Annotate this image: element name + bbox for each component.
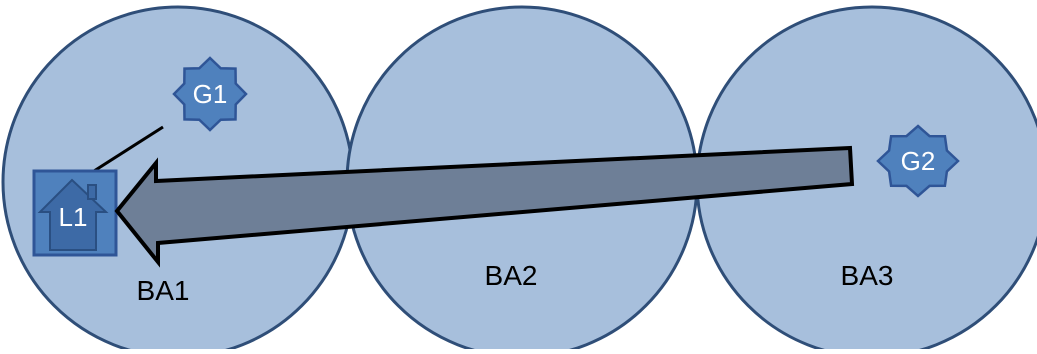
generator-star-icon: [876, 124, 960, 198]
g1-to-l1-connector: [93, 125, 164, 173]
generator-label: G1: [193, 79, 228, 109]
generator-star-icon: [172, 56, 248, 132]
generator-label: G2: [901, 146, 936, 176]
load-label: L1: [59, 202, 88, 232]
house-chimney: [87, 184, 97, 200]
generator-g1: G1: [172, 56, 248, 132]
load-l1: L1: [32, 169, 118, 257]
power-flow-arrow: [114, 145, 855, 268]
area-label-ba3: BA3: [841, 260, 894, 291]
generator-g2: G2: [876, 124, 960, 198]
area-label-ba1: BA1: [137, 275, 190, 306]
area-label-ba2: BA2: [485, 260, 538, 291]
